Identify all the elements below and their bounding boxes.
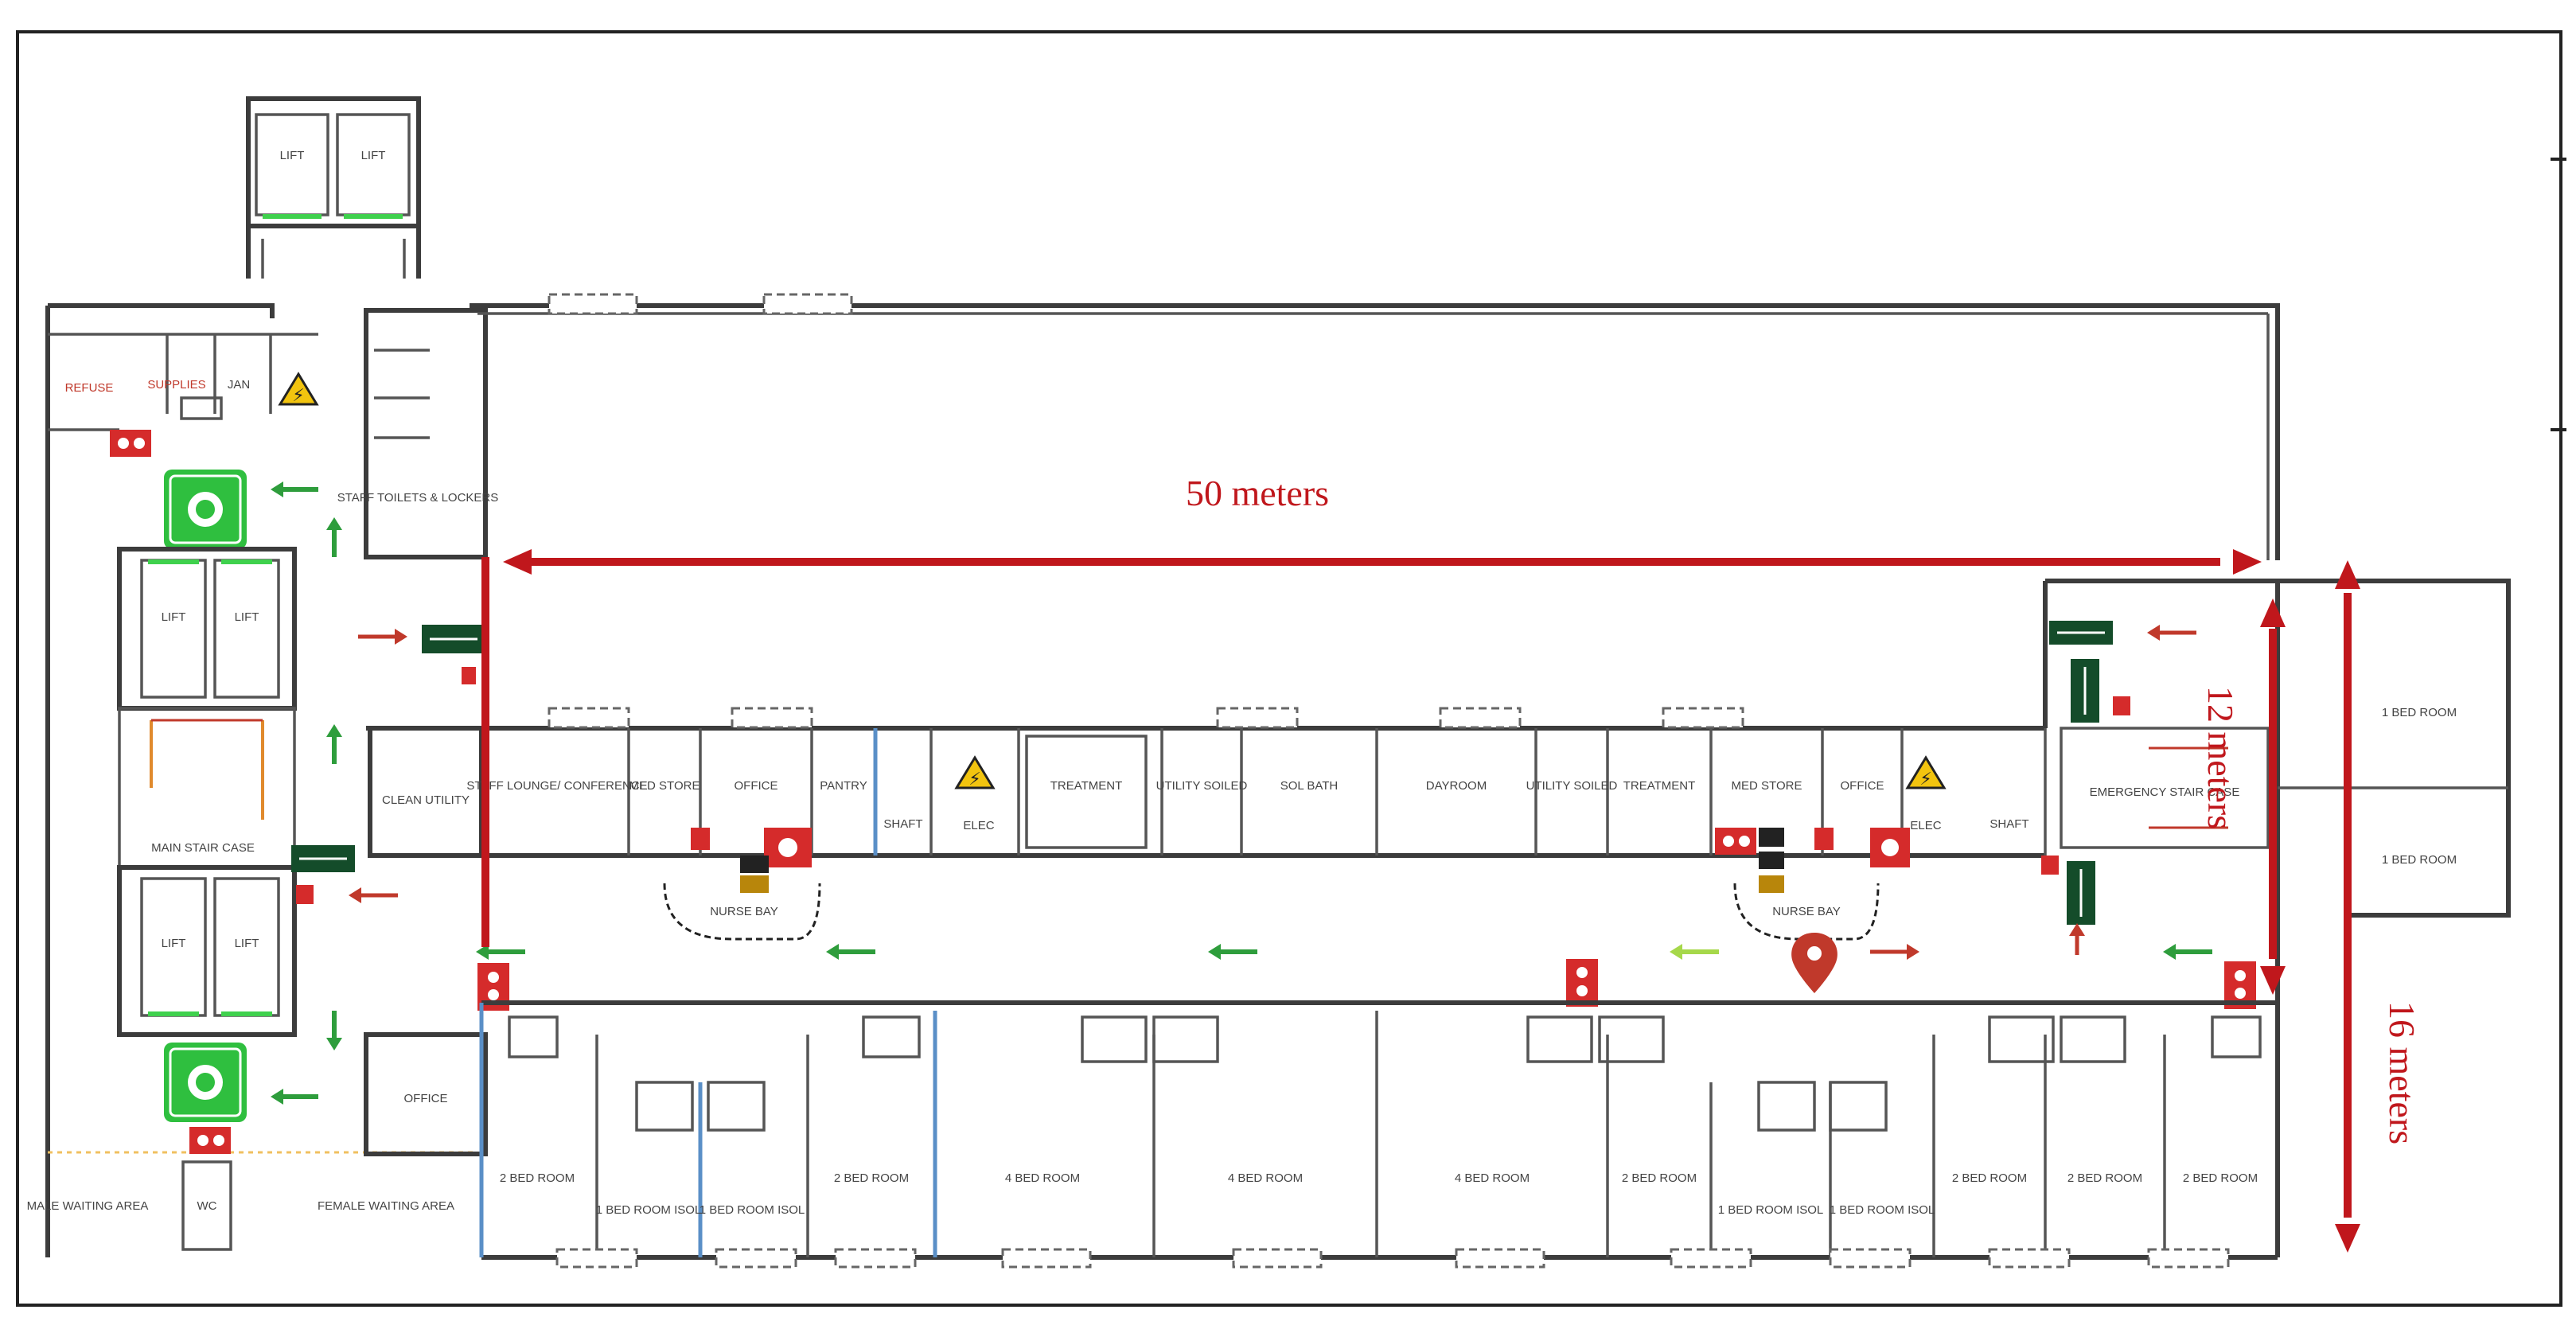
svg-text:⚡: ⚡ xyxy=(968,770,980,789)
fire-extinguisher-icon xyxy=(691,828,710,850)
fire-route-arrows xyxy=(349,625,2196,960)
exit-sign-icon xyxy=(2049,621,2113,645)
fire-extinguisher-icon xyxy=(1814,828,1834,850)
main-lift-label-2: LIFT xyxy=(235,610,259,624)
left-wing: REFUSE SUPPLIES JAN ⚡ xyxy=(27,303,499,1257)
nurse-bay-label-2: NURSE BAY xyxy=(1772,905,1841,918)
dimension-50m: 50 meters xyxy=(481,473,2262,947)
top-lift-label-2: LIFT xyxy=(361,149,386,162)
med-store-label-2: MED STORE xyxy=(1732,779,1802,793)
office-label-2: OFFICE xyxy=(1841,779,1884,793)
fire-extinguisher-icon xyxy=(189,1127,231,1154)
exit-sign-icon xyxy=(2071,659,2099,723)
svg-text:⚡: ⚡ xyxy=(292,386,304,406)
two-bed-room-label-1: 2 BED ROOM xyxy=(500,1171,575,1185)
exit-route-arrows xyxy=(271,481,2212,1105)
assembly-point-icon xyxy=(164,470,247,549)
jan-label: JAN xyxy=(228,378,250,392)
top-lift-tower: LIFT LIFT xyxy=(246,96,421,279)
treatment-label-2: TREATMENT xyxy=(1623,779,1696,793)
elec-label-1: ELEC xyxy=(963,819,994,832)
dayroom-label: DAYROOM xyxy=(1426,779,1487,793)
top-lift-label-1: LIFT xyxy=(280,149,305,162)
four-bed-room-label-2: 4 BED ROOM xyxy=(1228,1171,1303,1185)
office-left-label: OFFICE xyxy=(404,1092,448,1105)
assembly-point-icon xyxy=(164,1043,247,1122)
four-bed-room-label-3: 4 BED ROOM xyxy=(1455,1171,1530,1185)
exit-sign-icon xyxy=(291,845,355,872)
staff-lounge-label: STAFF LOUNGE/ CONFERENCE xyxy=(466,779,647,793)
electrical-hazard-icon: ⚡ xyxy=(278,372,319,406)
exit-sign-icon xyxy=(422,625,485,653)
dimension-12m: 12 meters xyxy=(2200,598,2286,995)
exit-sign-icon xyxy=(2067,861,2095,925)
one-bed-isol-label-1: 1 BED ROOM ISOL xyxy=(596,1203,702,1217)
refuse-label: REFUSE xyxy=(65,381,114,395)
staff-toilets-label: STAFF TOILETS & LOCKERS xyxy=(337,491,499,505)
shaft-label-2: SHAFT xyxy=(1989,817,2028,831)
elec-label-2: ELEC xyxy=(1910,819,1941,832)
one-bed-isol-label-3: 1 BED ROOM ISOL xyxy=(1718,1203,1824,1217)
two-bed-room-label-2: 2 BED ROOM xyxy=(834,1171,909,1185)
dimension-16m: 16 meters xyxy=(2335,560,2422,1253)
female-waiting-label: FEMALE WAITING AREA xyxy=(318,1199,454,1213)
med-store-label: MED STORE xyxy=(629,779,700,793)
main-ward: STAFF LOUNGE/ CONFERENCE MED STORE OFFIC… xyxy=(366,293,2280,1269)
lower-lift-label-2: LIFT xyxy=(235,937,259,950)
length-dimension-label: 50 meters xyxy=(1186,473,1329,513)
sheet-border xyxy=(16,30,2562,1307)
two-bed-room-label-3: 2 BED ROOM xyxy=(1622,1171,1697,1185)
two-bed-room-label-4: 2 BED ROOM xyxy=(1952,1171,2027,1185)
total-width-dimension-label: 16 meters xyxy=(2382,1001,2422,1144)
main-lift-label-1: LIFT xyxy=(162,610,186,624)
fire-extinguisher-icon xyxy=(2041,856,2059,875)
nurse-bay-label-1: NURSE BAY xyxy=(710,905,778,918)
two-bed-room-label-6: 2 BED ROOM xyxy=(2183,1171,2258,1185)
wc-label: WC xyxy=(197,1199,217,1213)
sol-bath-label: SOL BATH xyxy=(1280,779,1339,793)
fire-extinguisher-icon xyxy=(1566,959,1598,1007)
svg-text:⚡: ⚡ xyxy=(1919,770,1931,789)
clean-utility-label: CLEAN UTILITY xyxy=(382,793,470,807)
four-bed-room-label-1: 4 BED ROOM xyxy=(1005,1171,1080,1185)
one-bed-isol-label-2: 1 BED ROOM ISOL xyxy=(700,1203,805,1217)
shaft-label-1: SHAFT xyxy=(883,817,922,831)
lower-lift-label-1: LIFT xyxy=(162,937,186,950)
corridor-width-dimension-label: 12 meters xyxy=(2200,686,2241,829)
dirty-utility-label-1: UTILITY SOILED xyxy=(1156,779,1248,793)
right-wing: 1 BED ROOM 1 BED ROOM EMERGENCY STAIR CA… xyxy=(2041,579,2511,1003)
one-bed-room-label-1: 1 BED ROOM xyxy=(2382,706,2457,719)
fire-extinguisher-icon xyxy=(764,828,812,867)
fire-extinguisher-icon xyxy=(2113,696,2130,715)
supplies-label: SUPPLIES xyxy=(147,378,205,392)
fire-extinguisher-icon xyxy=(462,667,476,684)
male-waiting-label: MALE WAITING AREA xyxy=(27,1199,149,1213)
electrical-hazard-icon: ⚡ xyxy=(954,755,996,789)
main-stair-label: MAIN STAIR CASE xyxy=(151,841,255,855)
fire-extinguisher-icon xyxy=(1715,828,1756,855)
dirty-utility-label-2: UTILITY SOILED xyxy=(1526,779,1618,793)
one-bed-room-label-2: 1 BED ROOM xyxy=(2382,853,2457,867)
fire-extinguisher-icon xyxy=(1870,828,1910,867)
one-bed-isol-label-4: 1 BED ROOM ISOL xyxy=(1830,1203,1935,1217)
fire-extinguisher-icon xyxy=(110,430,151,457)
fire-extinguisher-icon xyxy=(296,885,314,904)
pantry-label: PANTRY xyxy=(820,779,867,793)
location-pin-icon xyxy=(1791,933,1837,993)
emergency-stair-label: EMERGENCY STAIR CASE xyxy=(2090,785,2240,799)
office-label-1: OFFICE xyxy=(735,779,778,793)
two-bed-room-label-5: 2 BED ROOM xyxy=(2067,1171,2142,1185)
electrical-hazard-icon: ⚡ xyxy=(1905,755,1947,789)
treatment-label-1: TREATMENT xyxy=(1050,779,1123,793)
